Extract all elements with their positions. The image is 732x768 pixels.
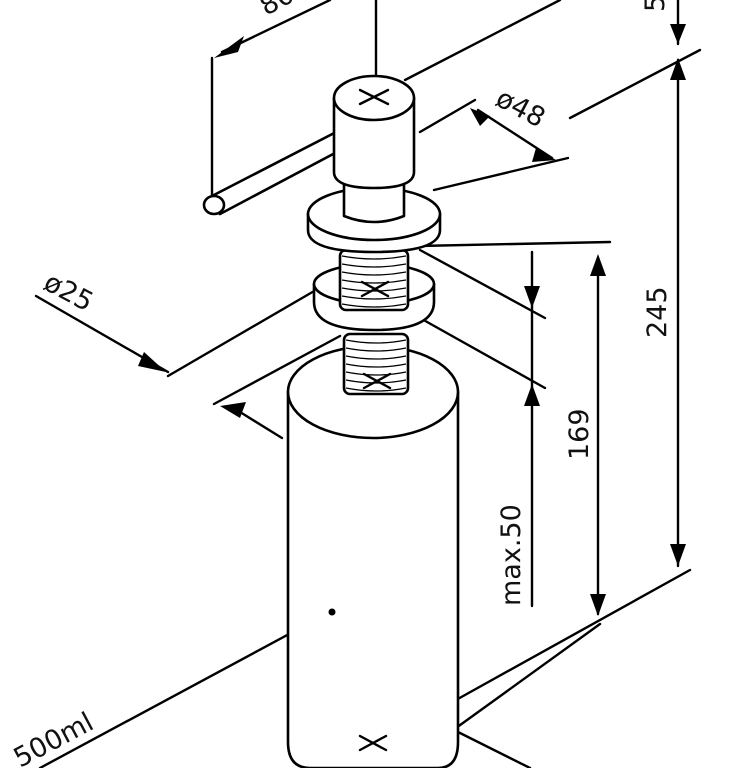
dispenser (202, 74, 460, 768)
bottle (286, 390, 460, 768)
pump-head (332, 74, 416, 190)
volume-marker-dot (328, 608, 336, 616)
dim-head-diameter-label: ø48 (491, 83, 550, 134)
dim-top-height-label: 5 (640, 0, 671, 12)
bottom-x-mark (358, 734, 388, 752)
dim-total-height-label: 245 (642, 286, 673, 338)
upper-thread (338, 248, 410, 312)
dim-bottle-height-label: 169 (564, 408, 595, 460)
neck (342, 178, 406, 224)
arrow-heads (138, 24, 686, 616)
dim-volume-label: 500ml (9, 707, 99, 768)
flange (306, 186, 442, 254)
dim-max-thickness-label: max.50 (496, 504, 527, 606)
dim-shaft-diameter-label: ø25 (39, 267, 98, 318)
lower-thread (342, 332, 410, 396)
extension-lines (34, 0, 702, 768)
